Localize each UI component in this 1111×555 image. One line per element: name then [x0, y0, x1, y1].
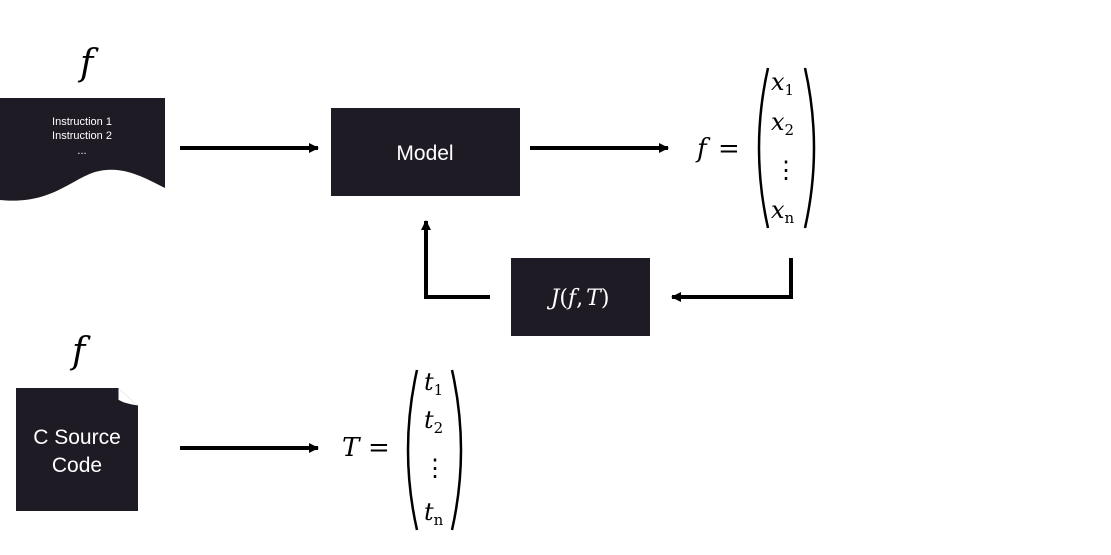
instruction-line-1: Instruction 1	[52, 116, 112, 128]
target-vector-right-paren	[450, 369, 463, 531]
arrow-vector-to-loss	[671, 258, 793, 302]
target-vector-left-paren	[406, 369, 419, 531]
instruction-line-3: ...	[77, 145, 86, 157]
arrow-loss-to-model	[421, 220, 490, 299]
feature-vector-right-paren	[803, 67, 816, 229]
target-entry-ellipsis: ⋮	[423, 454, 447, 482]
target-entry-2: t2	[424, 406, 443, 437]
feature-vector-equals: =	[718, 134, 740, 164]
instruction-doc-title: f	[77, 43, 99, 84]
source-doc-shape	[16, 388, 138, 511]
loss-box	[511, 258, 650, 336]
source-doc-line-1: C Source	[33, 426, 121, 449]
target-entry-n: tn	[424, 498, 444, 529]
feature-entry-n: xn	[771, 196, 795, 227]
source-document: C Source Code	[16, 388, 139, 511]
target-vector-lhs: T	[342, 433, 361, 463]
model-node: Model	[331, 108, 520, 196]
feature-vector-lhs: f	[695, 134, 711, 164]
feature-vector: f = x1 x2 ⋮ xn	[695, 67, 816, 229]
instruction-line-2: Instruction 2	[52, 130, 112, 142]
loss-label: J(f,T)	[547, 286, 610, 311]
feature-entry-1: x1	[771, 68, 794, 99]
target-vector-equals: =	[368, 433, 390, 463]
instruction-doc-shape	[0, 98, 165, 201]
feature-entry-ellipsis: ⋮	[774, 156, 798, 184]
target-vector: T = t1 t2 ⋮ tn	[342, 368, 463, 531]
source-doc-fold	[117, 388, 139, 407]
feature-entry-2: x2	[771, 108, 794, 139]
target-entry-1: t1	[424, 368, 443, 399]
model-label: Model	[396, 142, 453, 165]
model-box	[331, 108, 520, 196]
feature-vector-left-paren	[757, 67, 770, 229]
source-doc-title: f	[69, 331, 91, 372]
loss-node: J(f,T)	[511, 258, 650, 336]
source-doc-line-2: Code	[52, 454, 102, 477]
instruction-document: Instruction 1 Instruction 2 ...	[0, 98, 165, 201]
